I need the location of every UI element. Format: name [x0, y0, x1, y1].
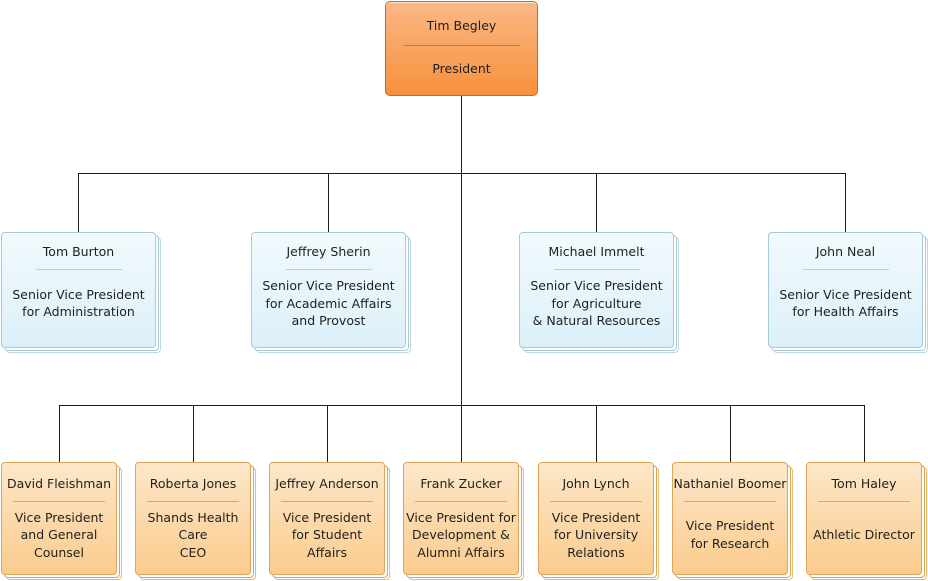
- divider: [285, 268, 372, 270]
- divider: [802, 268, 889, 270]
- vp-title: Vice President for Development & Alumni …: [406, 509, 516, 560]
- divider: [147, 500, 239, 502]
- senior-vp-title: Senior Vice President for Academic Affai…: [262, 278, 395, 328]
- senior-vp-name: Michael Immelt: [548, 244, 645, 259]
- president-name: Tim Begley: [426, 18, 497, 33]
- divider: [550, 500, 642, 502]
- vp-box-student-affairs[interactable]: Jeffrey Anderson Vice President for Stud…: [269, 462, 385, 575]
- vp-title: Vice President for University Relations: [551, 509, 641, 560]
- vp-title: Vice President for Student Affairs: [282, 509, 372, 560]
- vp-name: Jeffrey Anderson: [275, 476, 379, 491]
- senior-vp-title: Senior Vice President for Agriculture & …: [530, 278, 663, 328]
- divider: [35, 268, 122, 270]
- divider: [403, 44, 520, 46]
- divider: [553, 268, 640, 270]
- vp-name: John Lynch: [562, 476, 630, 491]
- vp-name: Nathaniel Boomer: [673, 476, 787, 491]
- vp-box-development[interactable]: Frank Zucker Vice President for Developm…: [403, 462, 519, 575]
- divider: [13, 500, 105, 502]
- president-title: President: [432, 60, 491, 76]
- vp-title: Vice President for Research: [685, 518, 775, 551]
- vp-box-athletics[interactable]: Tom Haley Athletic Director: [806, 462, 922, 575]
- vp-name: Tom Haley: [831, 476, 897, 491]
- senior-vp-name: Jeffrey Sherin: [286, 244, 371, 259]
- vp-box-shands-health-care[interactable]: Roberta Jones Shands Health Care CEO: [135, 462, 251, 575]
- vp-box-university-relations[interactable]: John Lynch Vice President for University…: [538, 462, 654, 575]
- divider: [818, 500, 910, 502]
- senior-vp-box-agriculture[interactable]: Michael Immelt Senior Vice President for…: [519, 232, 674, 348]
- vp-box-general-counsel[interactable]: David Fleishman Vice President and Gener…: [1, 462, 117, 575]
- senior-vp-title: Senior Vice President for Health Affairs: [779, 286, 912, 320]
- vp-title: Shands Health Care CEO: [147, 509, 239, 560]
- senior-vp-title: Senior Vice President for Administration: [12, 286, 145, 320]
- vp-name: David Fleishman: [6, 476, 112, 491]
- senior-vp-box-health-affairs[interactable]: John Neal Senior Vice President for Heal…: [768, 232, 923, 348]
- divider: [415, 500, 507, 502]
- president-box[interactable]: Tim Begley President: [385, 1, 538, 96]
- vp-box-research[interactable]: Nathaniel Boomer Vice President for Rese…: [672, 462, 788, 575]
- senior-vp-name: John Neal: [815, 244, 876, 259]
- divider: [684, 500, 776, 502]
- vp-name: Frank Zucker: [420, 476, 502, 491]
- vp-title: Athletic Director: [813, 527, 915, 542]
- senior-vp-name: Tom Burton: [42, 244, 115, 259]
- senior-vp-box-administration[interactable]: Tom Burton Senior Vice President for Adm…: [1, 232, 156, 348]
- vp-title: Vice President and General Counsel: [14, 509, 104, 560]
- senior-vp-box-academic-affairs[interactable]: Jeffrey Sherin Senior Vice President for…: [251, 232, 406, 348]
- vp-name: Roberta Jones: [149, 476, 237, 491]
- divider: [281, 500, 373, 502]
